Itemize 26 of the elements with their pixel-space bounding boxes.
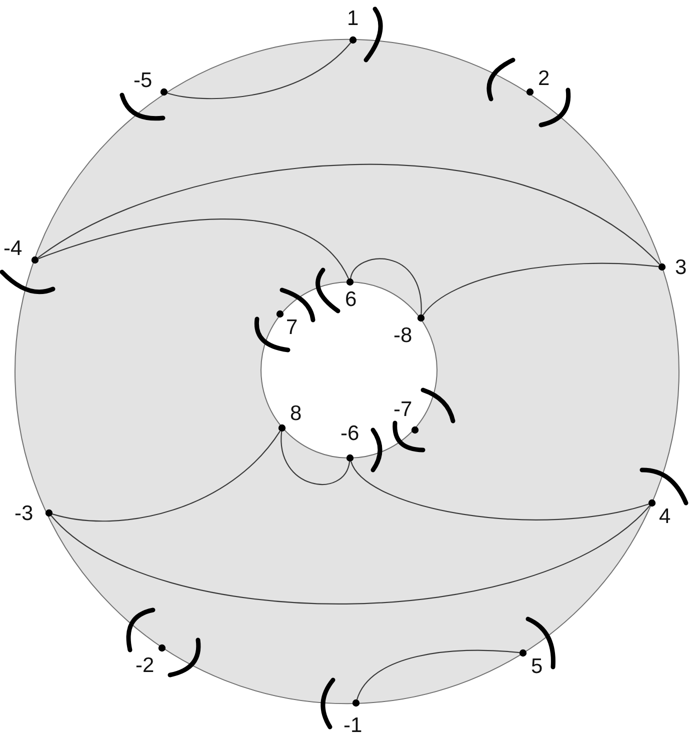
curve-edge: [280, 432, 350, 485]
curve-edge: [422, 262, 658, 316]
curve-edge: [52, 430, 281, 522]
curve-edge: [356, 650, 520, 700]
curve-edge: [38, 218, 350, 279]
point-label: -7: [394, 398, 412, 420]
point-label: -1: [344, 714, 362, 736]
point-label: -2: [136, 654, 154, 676]
point-label: 7: [286, 316, 298, 338]
point-label: -3: [14, 502, 34, 524]
curve-edge: [167, 42, 352, 100]
curve-edge: [50, 505, 650, 604]
point-label: -5: [134, 70, 152, 90]
curve-edge: [350, 258, 422, 314]
point-label: 1: [347, 8, 359, 28]
point-label: 4: [659, 506, 671, 526]
point-label: 5: [531, 656, 543, 676]
point-label: -8: [394, 324, 412, 346]
point-label: -6: [340, 422, 360, 444]
curve-edge: [38, 164, 660, 265]
curve-edge: [350, 461, 649, 520]
point-label: 2: [538, 68, 550, 88]
point-label: 6: [345, 288, 357, 310]
point-label: -4: [4, 238, 22, 258]
point-label: 3: [675, 256, 687, 278]
point-label: 8: [290, 402, 302, 424]
